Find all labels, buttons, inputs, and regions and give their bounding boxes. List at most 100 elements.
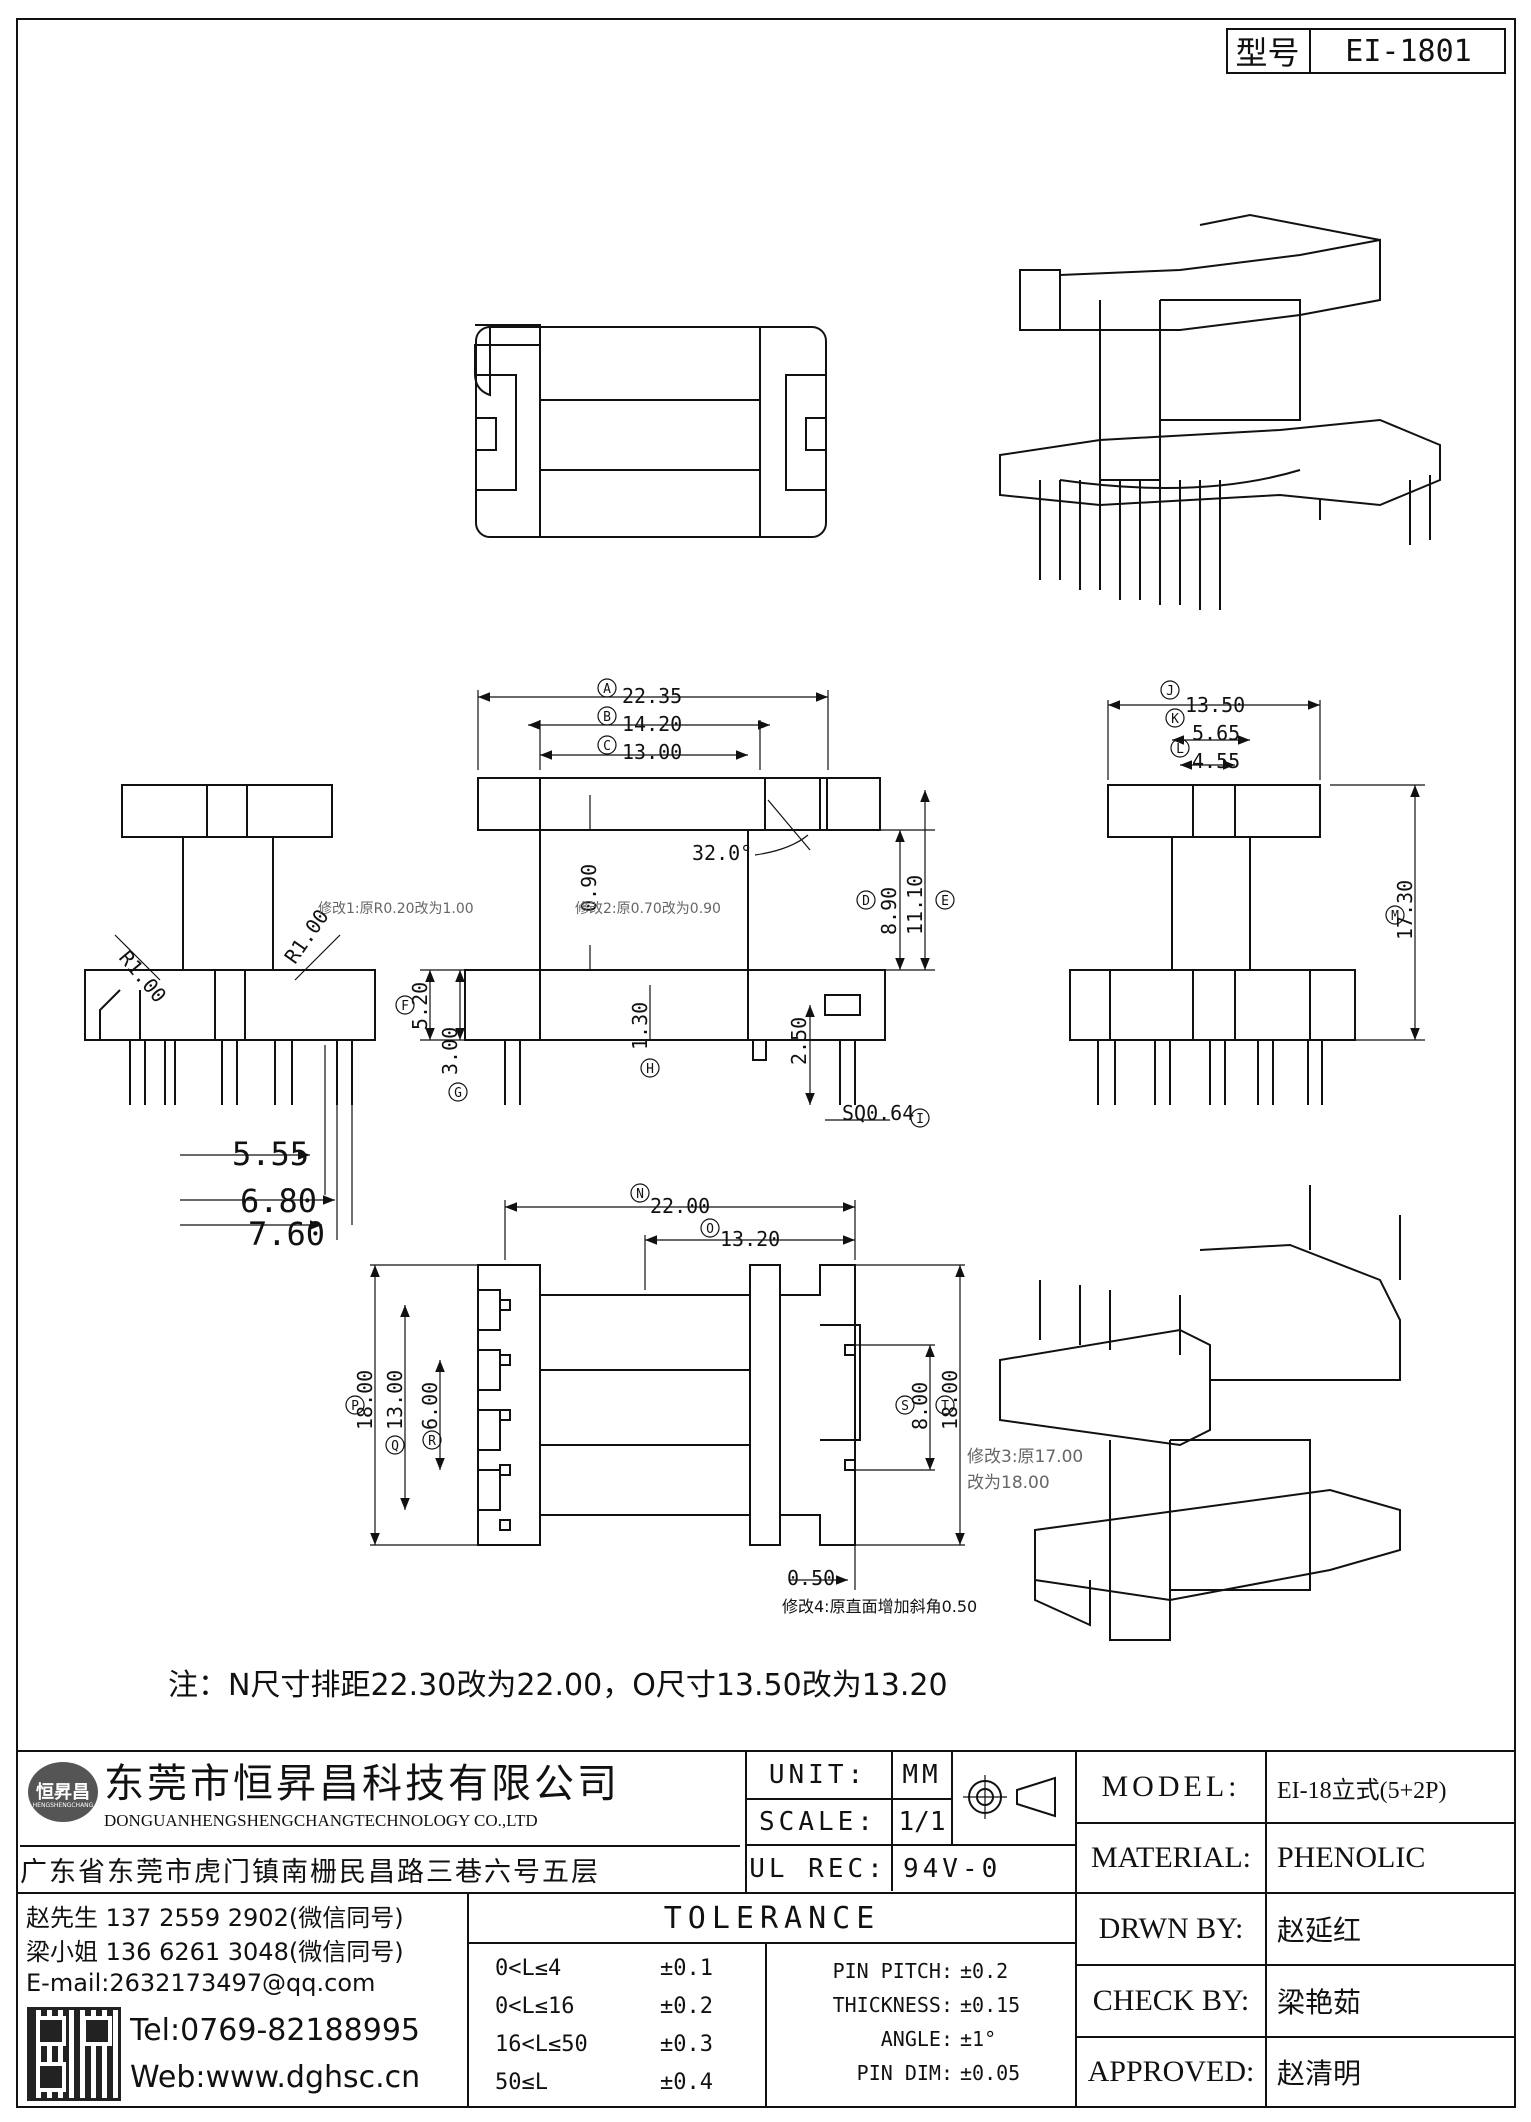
svg-text:11.10: 11.10 (903, 875, 927, 935)
svg-text:SQ0.64: SQ0.64 (842, 1101, 914, 1125)
scale-label: SCALE: (745, 1798, 893, 1844)
info-material-value: PHENOLIC (1267, 1822, 1514, 1892)
unit-value: MM (893, 1752, 953, 1798)
contact-email: E-mail:2632173497@qq.com (26, 1969, 376, 1997)
tol-extra-val-1: ±0.2 (960, 1959, 1009, 1983)
tol-extra-val-2: ±0.15 (960, 1993, 1021, 2017)
info-check-value: 梁艳茹 (1267, 1964, 1514, 2036)
svg-text:13.20: 13.20 (720, 1227, 780, 1251)
svg-text:修改2:原0.70改为0.90: 修改2:原0.70改为0.90 (575, 901, 721, 917)
svg-text:C: C (603, 739, 611, 754)
svg-text:改为18.00: 改为18.00 (967, 1473, 1050, 1493)
svg-text:14.20: 14.20 (622, 712, 682, 736)
info-approved-label: APPROVED: (1077, 2036, 1265, 2106)
tol-range-1: 0<L≤4 (495, 1955, 562, 1981)
svg-text:O: O (706, 1222, 714, 1237)
bottom-view (370, 1200, 965, 1590)
svg-text:6.00: 6.00 (418, 1382, 442, 1430)
tol-extra-key-2: THICKNESS: (832, 1993, 953, 2017)
company-address: 广东省东莞市虎门镇南栅民昌路三巷六号五层 (20, 1845, 740, 1891)
note-text: 注：N尺寸排距22.30改为22.00，O尺寸13.50改为13.20 (168, 1668, 948, 1703)
svg-text:T: T (941, 1399, 949, 1414)
svg-text:J: J (1166, 684, 1174, 699)
svg-text:修改4:原直面增加斜角0.50: 修改4:原直面增加斜角0.50 (782, 1597, 977, 1616)
info-model-label: MODEL: (1101, 1770, 1241, 1803)
title-block (16, 1750, 1516, 2108)
info-material-label: MATERIAL: (1077, 1822, 1265, 1892)
tol-extra-key-4: PIN DIM: (856, 2061, 953, 2085)
svg-text:32.0°: 32.0° (692, 841, 752, 865)
svg-text:13.00: 13.00 (622, 740, 682, 764)
company-logo (28, 1762, 98, 1822)
svg-text:B: B (603, 710, 611, 725)
tol-range-3: 16<L≤50 (495, 2031, 588, 2057)
svg-text:6.80: 6.80 (240, 1182, 317, 1220)
tol-value-1: ±0.1 (660, 1955, 713, 1981)
model-box (1226, 28, 1506, 74)
tol-extra-key-3: ANGLE: (880, 2027, 953, 2051)
company-logo-text: 恒昇昌 (36, 1782, 90, 1803)
svg-text:R: R (428, 1434, 436, 1449)
svg-text:I: I (916, 1112, 924, 1127)
model-box-label: 型号 (1226, 28, 1311, 74)
svg-text:22.35: 22.35 (622, 684, 682, 708)
info-drawn-value: 赵延红 (1267, 1892, 1514, 1964)
tol-value-3: ±0.3 (660, 2031, 713, 2057)
svg-text:K: K (1171, 712, 1179, 727)
tol-range-2: 0<L≤16 (495, 1993, 575, 2019)
tol-value-4: ±0.4 (660, 2069, 713, 2095)
left-view (84, 784, 376, 1240)
telephone: Tel:0769-82188995 (130, 2012, 420, 2048)
qr-code (27, 2007, 121, 2101)
reference-markers: A B C D E F G H I J K L M N O P Q R S T (345, 678, 1405, 1455)
contact-2: 梁小姐 136 6261 3048(微信同号) (26, 1937, 404, 1966)
svg-text:E: E (941, 894, 949, 909)
svg-text:7.60: 7.60 (248, 1215, 325, 1253)
info-approved-value: 赵清明 (1267, 2036, 1514, 2106)
info-model-value: EI-18立式(5+2P) (1277, 1777, 1447, 1804)
svg-text:5.20: 5.20 (408, 982, 432, 1030)
svg-text:22.00: 22.00 (650, 1194, 710, 1218)
isometric-view-top (999, 213, 1441, 610)
svg-text:Q: Q (391, 1439, 399, 1454)
svg-text:8.90: 8.90 (877, 887, 901, 935)
isometric-view-bottom (999, 1185, 1401, 1641)
unit-label: UNIT: (745, 1752, 893, 1798)
tol-extra-val-3: ±1° (960, 2027, 997, 2051)
svg-text:D: D (862, 894, 870, 909)
svg-text:5.65: 5.65 (1192, 721, 1240, 745)
svg-text:2.50: 2.50 (787, 1017, 811, 1065)
dimension-labels: 22.35 14.20 13.00 32.0° 0.90 8.90 11.10 … (114, 684, 1417, 1590)
svg-text:3.00: 3.00 (438, 1027, 462, 1075)
tol-extra-key-1: PIN PITCH: (832, 1959, 953, 1983)
svg-text:P: P (351, 1399, 359, 1414)
svg-text:0.50: 0.50 (787, 1566, 835, 1590)
front-view (420, 690, 935, 1121)
svg-text:18.00: 18.00 (938, 1370, 962, 1430)
company-logo-sub: HENGSHENGCHANG (32, 1802, 94, 1809)
svg-text:S: S (901, 1399, 909, 1414)
svg-text:1.30: 1.30 (628, 1002, 652, 1050)
svg-text:H: H (646, 1062, 654, 1077)
svg-text:R1.00: R1.00 (114, 946, 171, 1008)
svg-text:4.55: 4.55 (1192, 749, 1240, 773)
tol-range-4: 50≤L (495, 2069, 548, 2095)
svg-text:N: N (636, 1187, 644, 1202)
tolerance-title: TOLERANCE (469, 1894, 1075, 1944)
svg-text:A: A (603, 682, 611, 697)
svg-text:8.00: 8.00 (908, 1382, 932, 1430)
tol-value-2: ±0.2 (660, 1993, 713, 2019)
modification-notes: 修改1:原R0.20改为1.00 修改2:原0.70改为0.90 修改3:原17… (318, 901, 1083, 1616)
company-name-cn: 东莞市恒昇昌科技有限公司 (104, 1761, 620, 1804)
svg-text:18.00: 18.00 (353, 1370, 377, 1430)
tol-extra-val-4: ±0.05 (960, 2061, 1021, 2085)
svg-text:13.50: 13.50 (1185, 693, 1245, 717)
projection-symbol (963, 1775, 1056, 1819)
company-name-en: DONGUANHENGSHENGCHANGTECHNOLOGY CO.,LTD (104, 1811, 538, 1830)
svg-text:0.90: 0.90 (577, 864, 601, 912)
svg-text:F: F (401, 999, 409, 1014)
svg-text:17.30: 17.30 (1393, 880, 1417, 940)
top-view (474, 323, 827, 538)
svg-text:L: L (1176, 742, 1184, 757)
